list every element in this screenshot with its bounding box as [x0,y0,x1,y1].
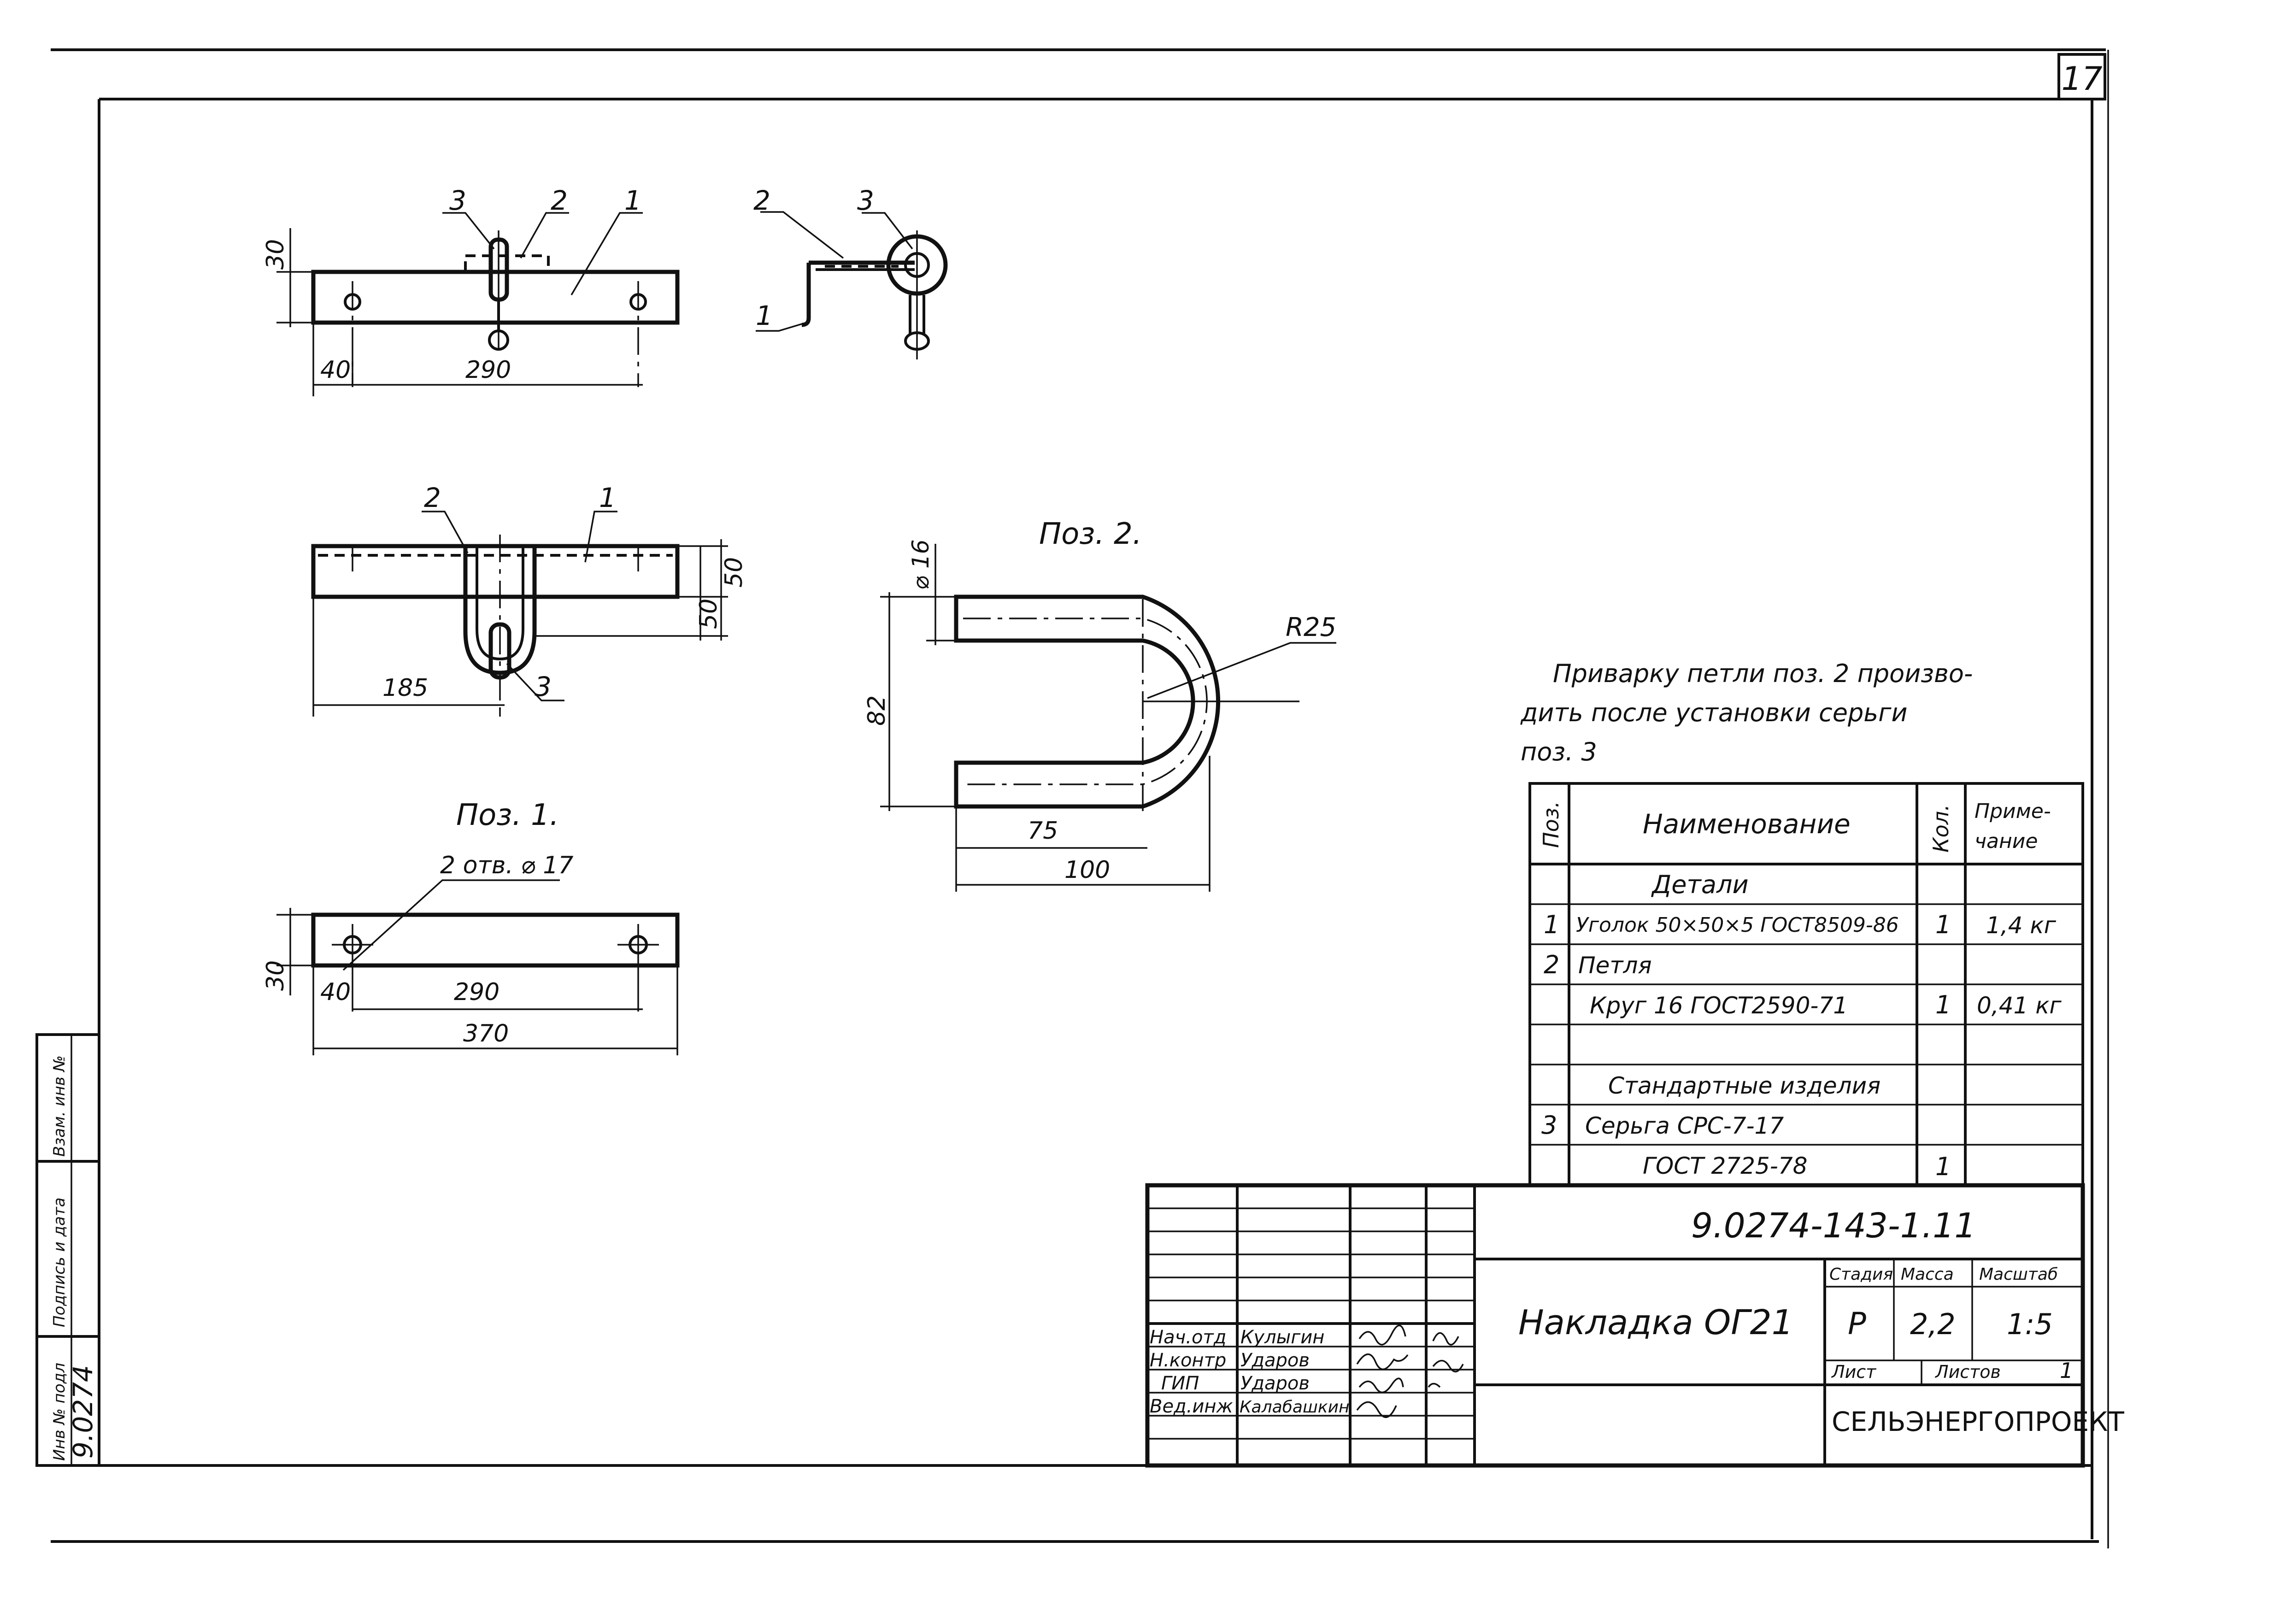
pos1-title: Поз. 1. [456,798,559,832]
pos1-hole-note: 2 отв. ⌀ 17 [440,852,573,879]
pos1-dim-left: 40 [320,978,351,1006]
spec-header-qty: Кол. [1928,804,1953,853]
plan-view [311,511,728,717]
side-stamp-replaced: Взам. инв № [50,1055,69,1157]
sheets-count: 1 [2060,1358,2073,1383]
side-stamp-signature: Подпись и дата [50,1197,69,1327]
spec-row-2-pos: 2 [1544,950,1559,979]
handwritten-signatures [1356,1324,1464,1418]
side-view-label-3: 3 [857,185,874,216]
page-number: 17 [2061,60,2102,98]
note-line-2: дить после установки серьги [1520,698,1908,727]
top-view-label-1: 1 [624,185,641,216]
spec-header-note-1: Приме- [1975,800,2051,823]
top-view-label-2: 2 [551,185,568,216]
sig-role-1: Н.контр [1150,1350,1226,1371]
doc-code: 9.0274-143-1.11 [1691,1206,1976,1246]
mass-value: 2,2 [1910,1307,1956,1341]
note-line-1: Приварку петли поз. 2 произво- [1553,659,1973,688]
side-view-label-2: 2 [753,185,770,216]
sheet-label: Лист [1831,1362,1877,1382]
top-view [276,212,680,396]
plan-view-dim-50a: 50 [720,557,748,588]
pos2-dim-outer: 100 [1064,856,1110,884]
sheet-frame [51,48,2109,1548]
pos1-dim-height: 30 [262,960,289,991]
spec-table [1528,782,2084,1187]
plan-view-label-1: 1 [599,482,616,513]
pos2-dim-height: 82 [863,695,891,726]
spec-row-0-name: Детали [1651,870,1749,899]
spec-row-6-pos: 3 [1541,1111,1557,1140]
spec-row-1-qty: 1 [1935,910,1951,939]
sig-role-0: Нач.отд [1150,1327,1226,1348]
stage-label: Стадия [1829,1265,1893,1284]
spec-row-3-note: 0,41 кг [1977,992,2062,1019]
sig-name-2: Ударов [1240,1373,1310,1394]
side-stamp-inventory: Инв № подл [50,1363,69,1461]
side-view [756,211,948,359]
stage-value: Р [1848,1306,1866,1342]
sig-role-3: Вед.инж [1150,1396,1233,1417]
spec-row-5-name: Стандартные изделия [1608,1072,1881,1099]
note-line-3: поз. 3 [1521,737,1597,766]
spec-row-1-name: Уголок 50×50×5 ГОСТ8509-86 [1576,913,1899,937]
spec-row-7-name: ГОСТ 2725-78 [1643,1153,1807,1179]
title-block [1145,1183,2085,1468]
plan-view-dim-50b: 50 [695,599,723,629]
sheets-label: Листов [1934,1362,2001,1382]
scale-label: Масштаб [1979,1265,2058,1284]
pos1-view [276,879,680,1055]
drawing-title: Накладка ОГ21 [1518,1303,1793,1342]
plan-view-label-3: 3 [535,671,552,702]
spec-row-7-qty: 1 [1935,1152,1951,1181]
spec-row-3-name: Круг 16 ГОСТ2590-71 [1590,992,1848,1019]
spec-header-pos: Поз. [1539,801,1563,848]
scale-value: 1:5 [2007,1307,2053,1341]
spec-row-6-name: Серьга СРС-7-17 [1585,1112,1784,1139]
organization: СЕЛЬЭНЕРГОПРОЕКТ [1832,1406,2124,1437]
plan-view-label-2: 2 [424,482,441,513]
sig-name-3: Калабашкин [1240,1398,1350,1417]
side-stamp-inventory-value: 9.0274 [67,1365,99,1459]
spec-header-note-2: чание [1975,830,2038,853]
sig-name-1: Ударов [1240,1350,1310,1371]
spec-header-name: Наименование [1643,808,1851,840]
mass-label: Масса [1901,1265,1954,1284]
pos1-dim-span: 290 [454,978,500,1006]
spec-row-3-qty: 1 [1935,990,1951,1019]
top-view-label-3: 3 [449,185,466,216]
top-view-dim-left: 40 [320,356,351,384]
spec-row-2-name: Петля [1578,952,1652,979]
pos2-title: Поз. 2. [1039,517,1142,551]
sig-name-0: Кулыгин [1240,1327,1324,1348]
spec-row-1-pos: 1 [1544,910,1559,939]
plan-view-dim-185: 185 [382,674,428,702]
top-view-dim-height: 30 [262,239,289,270]
sig-role-2: ГИП [1161,1373,1199,1394]
pos2-dim-radius: R25 [1286,612,1336,642]
pos2-dim-inner: 75 [1028,817,1058,845]
pos2-view [880,544,1336,892]
top-view-dim-span: 290 [465,356,511,384]
side-stamp [35,1033,100,1467]
side-view-label-1: 1 [756,300,773,331]
pos2-dim-dia: ⌀ 16 [907,539,934,590]
spec-row-1-note: 1,4 кг [1986,912,2057,939]
pos1-dim-total: 370 [463,1020,509,1047]
